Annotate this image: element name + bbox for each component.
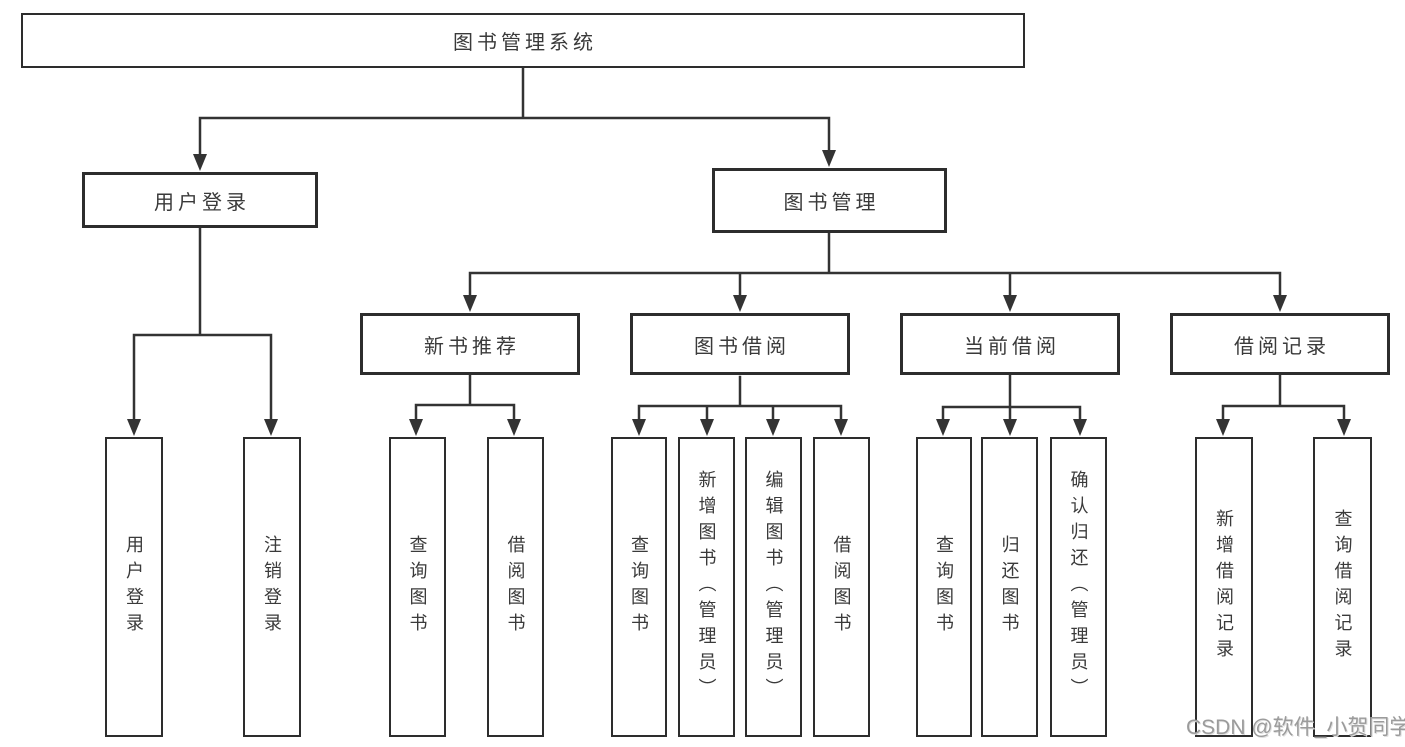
node-borrow-books-recommend: 借阅图书 bbox=[487, 437, 544, 737]
node-borrow-books-borrowing: 借阅图书 bbox=[813, 437, 870, 737]
node-query-borrow-record-label: 查询借阅记录 bbox=[1332, 509, 1353, 665]
node-query-books-recommend-label: 查询图书 bbox=[407, 535, 428, 639]
node-return-book: 归还图书 bbox=[981, 437, 1038, 737]
arrowhead bbox=[127, 419, 141, 436]
connector-new-book-recommend bbox=[414, 373, 516, 424]
arrowhead bbox=[1216, 419, 1230, 436]
arrowhead bbox=[834, 419, 848, 436]
arrowhead bbox=[822, 150, 836, 167]
node-borrow-books-recommend-label: 借阅图书 bbox=[505, 535, 526, 639]
arrowhead bbox=[700, 419, 714, 436]
node-return-book-label: 归还图书 bbox=[999, 535, 1020, 639]
connector-root bbox=[198, 66, 831, 158]
arrowhead bbox=[409, 419, 423, 436]
connector-current-borrowing bbox=[941, 373, 1082, 424]
node-borrow-records: 借阅记录 bbox=[1170, 313, 1390, 375]
arrowhead bbox=[1073, 419, 1087, 436]
node-query-books-current: 查询图书 bbox=[916, 437, 972, 737]
node-user-login-leaf-label: 用户登录 bbox=[124, 535, 144, 639]
node-borrow-records-label: 借阅记录 bbox=[1234, 335, 1330, 358]
node-borrow-books-borrowing-label: 借阅图书 bbox=[831, 535, 852, 639]
node-add-borrow-record-label: 新增借阅记录 bbox=[1214, 509, 1234, 665]
node-confirm-return-admin-label: 确认归还（管理员） bbox=[1068, 470, 1089, 704]
connector-book-borrowing bbox=[637, 375, 843, 424]
arrowhead bbox=[1273, 295, 1287, 312]
arrowhead bbox=[1337, 419, 1351, 436]
arrowhead bbox=[1003, 295, 1017, 312]
node-add-book-admin: 新增图书（管理员） bbox=[678, 437, 735, 737]
node-query-books-borrowing-label: 查询图书 bbox=[629, 535, 649, 639]
arrowhead bbox=[733, 295, 747, 312]
arrowhead bbox=[1003, 419, 1017, 436]
node-edit-book-admin-label: 编辑图书（管理员） bbox=[763, 470, 784, 704]
node-edit-book-admin: 编辑图书（管理员） bbox=[745, 437, 802, 737]
node-logout-leaf: 注销登录 bbox=[243, 437, 301, 737]
node-user-login-leaf: 用户登录 bbox=[105, 437, 163, 737]
arrowheads bbox=[127, 150, 1351, 436]
node-root-label: 图书管理系统 bbox=[453, 32, 597, 54]
node-new-book-recommend-label: 新书推荐 bbox=[424, 335, 520, 358]
arrowhead bbox=[766, 419, 780, 436]
connector-book-management bbox=[468, 231, 1282, 299]
node-current-borrowing-label: 当前借阅 bbox=[964, 335, 1060, 358]
connector-borrow-records bbox=[1221, 373, 1346, 424]
arrowhead bbox=[632, 419, 646, 436]
node-confirm-return-admin: 确认归还（管理员） bbox=[1050, 437, 1107, 737]
node-root: 图书管理系统 bbox=[21, 13, 1025, 68]
node-add-book-admin-label: 新增图书（管理员） bbox=[696, 470, 717, 704]
csdn-watermark: CSDN @软件_小贺同学 bbox=[1186, 716, 1405, 739]
node-book-borrowing: 图书借阅 bbox=[630, 313, 850, 375]
node-query-borrow-record: 查询借阅记录 bbox=[1313, 437, 1372, 737]
connector-user-login bbox=[132, 226, 273, 423]
node-logout-leaf-label: 注销登录 bbox=[262, 535, 282, 639]
node-current-borrowing: 当前借阅 bbox=[900, 313, 1120, 375]
arrowhead bbox=[264, 419, 278, 436]
node-book-management-label: 图书管理 bbox=[783, 192, 880, 214]
node-book-borrowing-label: 图书借阅 bbox=[694, 335, 790, 358]
arrowhead bbox=[936, 419, 950, 436]
arrowhead bbox=[463, 295, 477, 312]
node-query-books-borrowing: 查询图书 bbox=[611, 437, 667, 737]
node-user-login-label: 用户登录 bbox=[154, 191, 250, 214]
arrowhead bbox=[507, 419, 521, 436]
node-book-management: 图书管理 bbox=[712, 168, 947, 233]
arrowhead bbox=[193, 154, 207, 171]
node-query-books-current-label: 查询图书 bbox=[934, 535, 954, 639]
node-query-books-recommend: 查询图书 bbox=[389, 437, 446, 737]
node-new-book-recommend: 新书推荐 bbox=[360, 313, 580, 375]
node-user-login: 用户登录 bbox=[82, 172, 318, 228]
node-add-borrow-record: 新增借阅记录 bbox=[1195, 437, 1253, 737]
